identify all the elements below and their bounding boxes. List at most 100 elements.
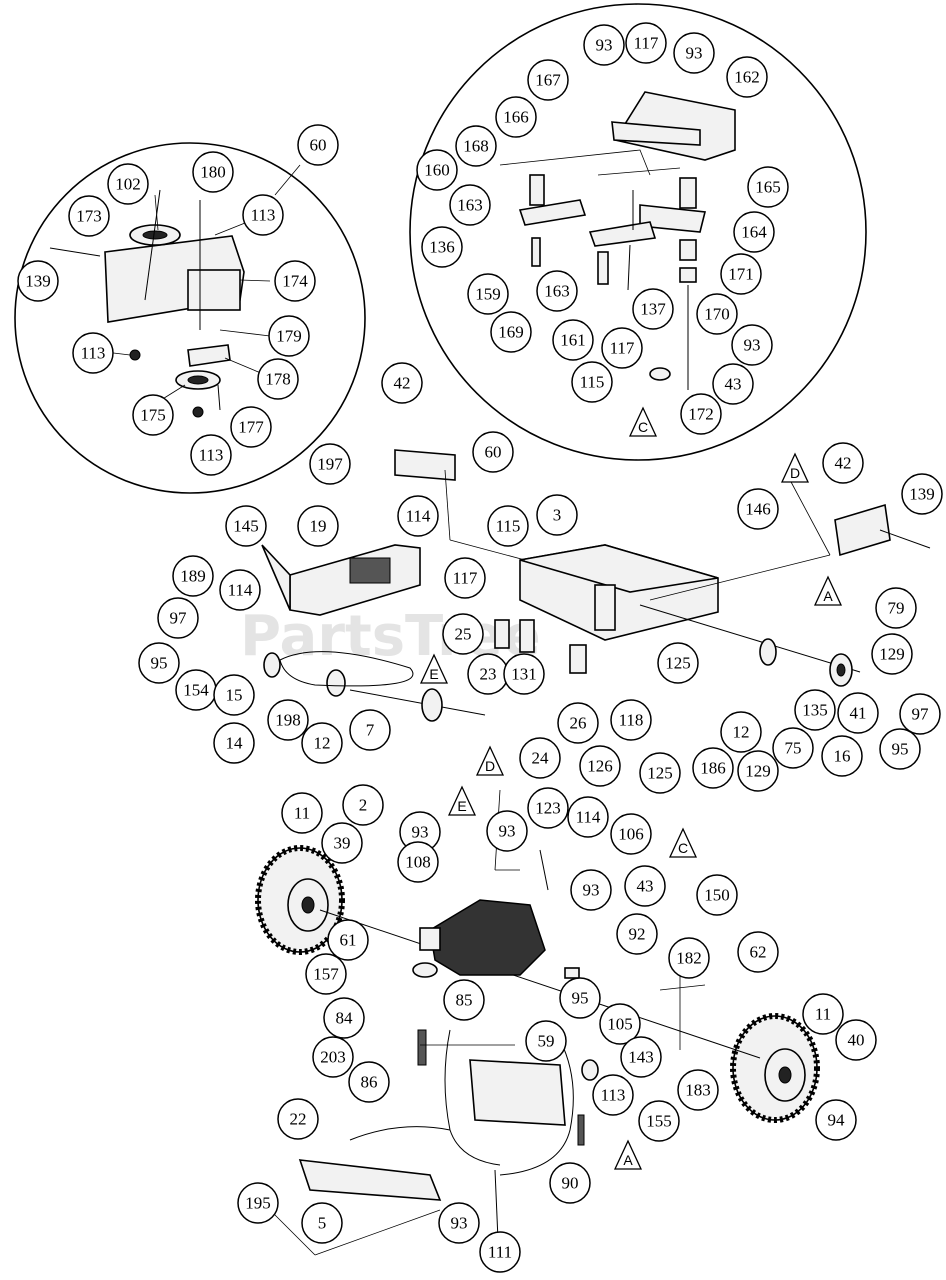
callout-146: 146: [737, 488, 779, 530]
callout-number: 93: [583, 881, 600, 900]
triangle-letter: A: [623, 1152, 633, 1168]
callout-number: 169: [498, 323, 524, 342]
callout-number: 167: [535, 71, 561, 90]
callout-166: 166: [495, 96, 537, 138]
callout-number: 94: [828, 1111, 846, 1130]
callout-number: 178: [265, 370, 291, 389]
callout-155: 155: [638, 1100, 680, 1142]
callout-number: 115: [496, 517, 521, 536]
callout-number: 105: [607, 1015, 633, 1034]
callout-117: 117: [625, 22, 667, 64]
callout-number: 117: [634, 34, 659, 53]
callout-179: 179: [268, 315, 310, 357]
callout-number: 159: [475, 285, 501, 304]
callout-62: 62: [737, 931, 779, 973]
callout-26: 26: [557, 702, 599, 744]
callout-number: 75: [785, 739, 802, 758]
callout-number: 97: [912, 705, 930, 724]
callout-number: 42: [835, 454, 852, 473]
callout-117: 117: [444, 557, 486, 599]
callout-90: 90: [549, 1162, 591, 1204]
reference-triangle-C: C: [668, 827, 698, 858]
callout-129: 129: [737, 750, 779, 792]
callout-170: 170: [696, 293, 738, 335]
callout-number: 155: [646, 1112, 672, 1131]
callout-number: 203: [320, 1048, 346, 1067]
callout-93: 93: [438, 1202, 480, 1244]
callout-12: 12: [720, 711, 762, 753]
callout-175: 175: [132, 394, 174, 436]
callout-number: 93: [596, 36, 613, 55]
callout-59: 59: [525, 1020, 567, 1062]
callout-number: 189: [180, 567, 206, 586]
callout-126: 126: [579, 745, 621, 787]
callout-75: 75: [772, 727, 814, 769]
callout-129: 129: [871, 633, 913, 675]
callout-43: 43: [712, 363, 754, 405]
callout-number: 117: [610, 339, 635, 358]
callout-160: 160: [416, 149, 458, 191]
callout-number: 161: [560, 331, 586, 350]
callout-97: 97: [157, 597, 199, 639]
callout-number: 173: [76, 207, 102, 226]
callout-123: 123: [527, 787, 569, 829]
callout-number: 39: [334, 834, 351, 853]
callout-number: 40: [848, 1031, 865, 1050]
callout-143: 143: [620, 1036, 662, 1078]
callout-number: 95: [892, 740, 909, 759]
callout-number: 113: [601, 1086, 626, 1105]
callout-113: 113: [190, 434, 232, 476]
callout-11: 11: [802, 993, 844, 1035]
callout-11: 11: [281, 792, 323, 834]
callout-171: 171: [720, 253, 762, 295]
callout-60: 60: [297, 124, 339, 166]
callout-number: 2: [359, 796, 368, 815]
callout-number: 15: [226, 686, 243, 705]
callout-93: 93: [486, 810, 528, 852]
callout-105: 105: [599, 1003, 641, 1045]
callout-number: 26: [570, 714, 587, 733]
callout-number: 182: [676, 949, 702, 968]
callout-number: 41: [850, 704, 867, 723]
callout-number: 93: [686, 44, 703, 63]
callout-97: 97: [899, 693, 941, 735]
callout-159: 159: [467, 273, 509, 315]
callout-167: 167: [527, 59, 569, 101]
callout-95: 95: [559, 977, 601, 1019]
callout-189: 189: [172, 555, 214, 597]
callout-number: 162: [734, 68, 760, 87]
callout-93: 93: [731, 324, 773, 366]
callout-number: 59: [538, 1032, 555, 1051]
callout-174: 174: [274, 260, 316, 302]
callout-95: 95: [879, 728, 921, 770]
triangle-letter: D: [485, 758, 495, 774]
callout-number: 118: [619, 711, 644, 730]
triangle-letter: E: [457, 798, 466, 814]
callout-number: 186: [700, 759, 726, 778]
callout-number: 60: [310, 136, 327, 155]
callout-60: 60: [472, 431, 514, 473]
callout-number: 164: [741, 223, 767, 242]
callout-number: 85: [456, 991, 473, 1010]
callout-number: 79: [888, 599, 905, 618]
callout-number: 174: [282, 272, 308, 291]
callout-131: 131: [503, 653, 545, 695]
callout-197: 197: [309, 443, 351, 485]
callout-161: 161: [552, 319, 594, 361]
callout-117: 117: [601, 327, 643, 369]
callout-number: 170: [704, 305, 730, 324]
callout-number: 102: [115, 175, 141, 194]
callout-113: 113: [72, 332, 114, 374]
triangle-letter: C: [638, 419, 648, 435]
callout-number: 23: [480, 665, 497, 684]
triangle-letter: D: [790, 465, 800, 481]
callout-84: 84: [323, 997, 365, 1039]
callout-number: 135: [802, 701, 828, 720]
callout-162: 162: [726, 56, 768, 98]
callout-3: 3: [536, 494, 578, 536]
lower-assembly: [255, 789, 820, 1256]
callout-number: 93: [412, 823, 429, 842]
callout-186: 186: [692, 747, 734, 789]
